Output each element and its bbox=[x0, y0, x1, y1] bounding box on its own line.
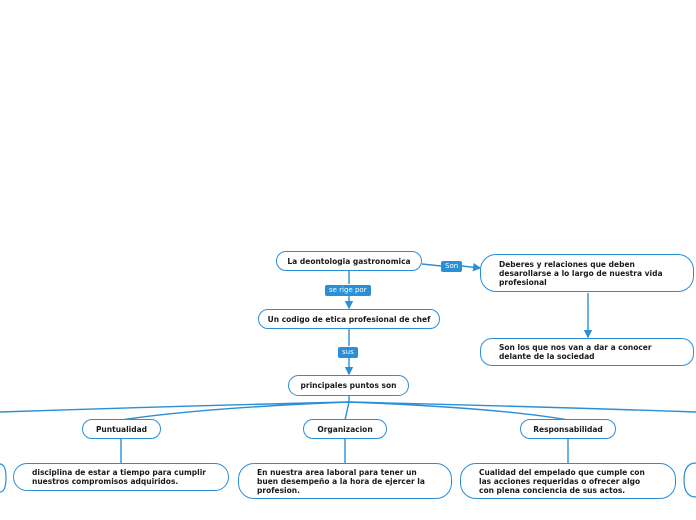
node-responsibility-detail[interactable]: Cualidad del empelado que cumple con las… bbox=[460, 463, 676, 499]
node-code[interactable]: Un codigo de etica profesional de chef bbox=[258, 309, 440, 329]
node-responsibility-detail-label: Cualidad del empelado que cumple con las… bbox=[479, 467, 645, 495]
node-organization-detail[interactable]: En nuestra area laboral para tener un bu… bbox=[238, 463, 452, 499]
connector-branch-punctuality bbox=[120, 401, 350, 421]
partial-node-right-edge bbox=[683, 462, 696, 498]
link-label-se-rige-por[interactable]: se rige por bbox=[325, 285, 371, 296]
node-organization-detail-label: En nuestra area laboral para tener un bu… bbox=[257, 467, 425, 495]
node-definition[interactable]: Deberes y relaciones que deben desarolla… bbox=[480, 254, 694, 292]
node-responsibility[interactable]: Responsabilidad bbox=[520, 419, 616, 439]
node-root-label: La deontologia gastronomica bbox=[287, 256, 411, 266]
node-organization-label: Organizacion bbox=[317, 424, 373, 434]
node-punctuality[interactable]: Puntualidad bbox=[82, 419, 161, 439]
connector-son-definition bbox=[461, 263, 482, 272]
node-organization[interactable]: Organizacion bbox=[303, 419, 387, 439]
link-label-sus[interactable]: sus bbox=[338, 347, 358, 358]
node-main-points[interactable]: principales puntos son bbox=[288, 375, 409, 396]
node-definition-detail[interactable]: Son los que nos van a dar a conocer dela… bbox=[480, 338, 694, 366]
node-root[interactable]: La deontologia gastronomica bbox=[276, 251, 422, 271]
connector-branch-far-left bbox=[0, 401, 350, 413]
connector-branch-organization bbox=[344, 401, 350, 421]
link-label-son[interactable]: Son bbox=[441, 261, 463, 272]
connector-branch-responsibility bbox=[348, 401, 569, 421]
node-punctuality-detail[interactable]: disciplina de estar a tiempo para cumpli… bbox=[13, 463, 229, 491]
connector-branch-far-right bbox=[348, 401, 696, 413]
node-definition-detail-label: Son los que nos van a dar a conocer dela… bbox=[499, 343, 652, 361]
node-punctuality-detail-label: disciplina de estar a tiempo para cumpli… bbox=[32, 468, 206, 486]
connector-root-son bbox=[421, 263, 442, 267]
node-definition-label: Deberes y relaciones que deben desarolla… bbox=[499, 259, 663, 287]
node-responsibility-label: Responsabilidad bbox=[533, 424, 603, 434]
node-code-label: Un codigo de etica profesional de chef bbox=[267, 314, 431, 324]
partial-node-left-edge bbox=[0, 463, 7, 493]
node-main-points-label: principales puntos son bbox=[300, 381, 397, 390]
node-punctuality-label: Puntualidad bbox=[95, 424, 148, 434]
